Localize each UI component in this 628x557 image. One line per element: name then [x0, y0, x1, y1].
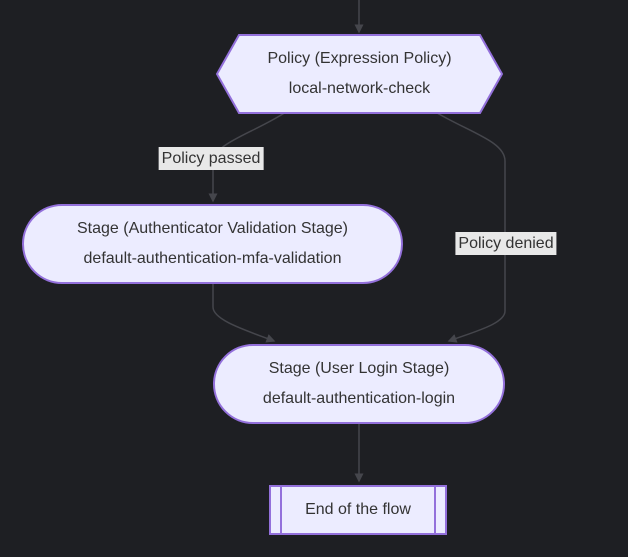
- node-login-line1: Stage (User Login Stage): [268, 360, 450, 377]
- node-policy-expression: Policy (Expression Policy) local-network…: [217, 35, 502, 113]
- node-policy-hexagon-shape: [215, 34, 504, 114]
- edge-mfa-to-login: [212, 284, 276, 343]
- subroutine-inner-line-left: [280, 487, 282, 533]
- node-mfa-validation-stage: Stage (Authenticator Validation Stage) d…: [22, 204, 403, 284]
- node-user-login-stage: Stage (User Login Stage) default-authent…: [213, 344, 505, 424]
- subroutine-inner-line-right: [434, 487, 436, 533]
- node-mfa-line1: Stage (Authenticator Validation Stage): [77, 220, 348, 237]
- node-policy-line2: local-network-check: [288, 80, 431, 97]
- node-policy-line1: Policy (Expression Policy): [267, 50, 452, 67]
- node-end-label: End of the flow: [305, 501, 411, 518]
- node-login-line2: default-authentication-login: [262, 390, 456, 407]
- node-mfa-line2: default-authentication-mfa-validation: [83, 250, 342, 267]
- node-end-of-flow: End of the flow: [269, 485, 447, 535]
- edge-label-policy-passed: Policy passed: [158, 147, 264, 170]
- edge-policy-denied: [431, 109, 506, 343]
- edge-label-policy-denied: Policy denied: [455, 232, 557, 255]
